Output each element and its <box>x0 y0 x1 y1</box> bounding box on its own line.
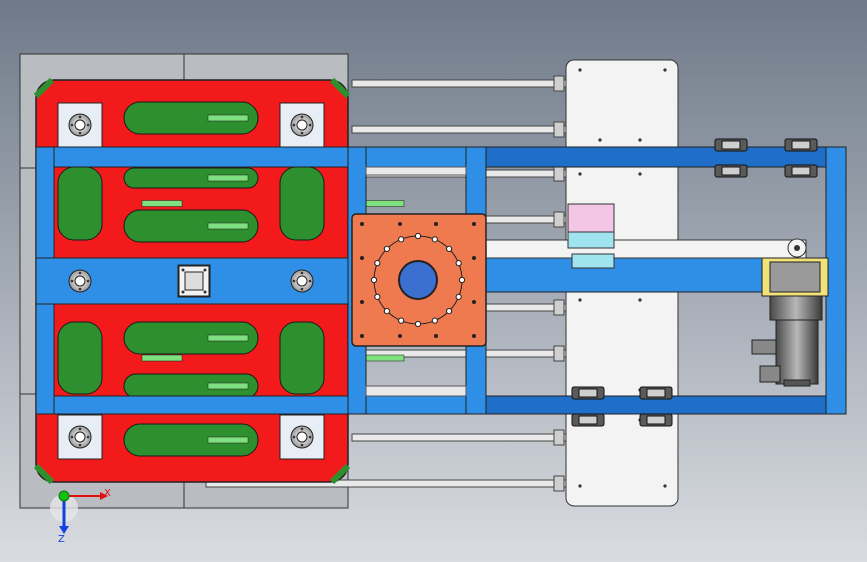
bolt-hole <box>414 232 422 240</box>
mount-hole <box>360 256 364 260</box>
bolt-hole <box>398 236 405 243</box>
fixture-plate <box>279 102 325 148</box>
bearing-block <box>639 386 673 400</box>
fixture-plates <box>57 102 325 460</box>
rail-end-block <box>553 299 565 316</box>
guide-rail <box>351 125 567 134</box>
rail-end-block <box>553 165 565 182</box>
screw-hole <box>663 68 667 72</box>
tray-pocket <box>279 166 405 241</box>
tray-pocket <box>57 166 183 241</box>
tray-pocket <box>123 167 259 189</box>
bearing-block <box>784 164 818 178</box>
bolt-hole <box>455 260 462 267</box>
mount-hole <box>472 222 476 226</box>
screw-hole <box>638 138 642 142</box>
bolt-hole <box>374 293 381 300</box>
tray-pocket <box>123 373 259 399</box>
bolt-hole <box>455 293 462 300</box>
bolt-hole <box>414 320 422 328</box>
bearing-block <box>639 413 673 427</box>
rail-end-block <box>553 429 565 446</box>
guide-rail <box>351 433 567 442</box>
mount-hole <box>472 256 476 260</box>
mount-hole <box>360 334 364 338</box>
square-flange <box>177 264 211 298</box>
fixture-plate <box>279 414 325 460</box>
belt-arm <box>485 203 807 269</box>
rail-end-block <box>553 121 565 138</box>
mount-hole <box>398 222 402 226</box>
bearing-block <box>714 138 748 152</box>
bolt-hole <box>383 308 390 315</box>
tray-pocket <box>123 321 259 355</box>
mount-hole <box>398 334 402 338</box>
fixture-plate <box>290 269 314 293</box>
mount-hole <box>434 334 438 338</box>
guide-rail <box>351 79 567 88</box>
bolt-hole <box>446 245 453 252</box>
tray-pocket <box>279 321 405 395</box>
bolt-hole <box>446 308 453 315</box>
bolt-hole <box>370 276 378 284</box>
bolt-hole <box>431 317 438 324</box>
bearing-block <box>714 164 748 178</box>
bearing-block <box>571 386 605 400</box>
mount-hole <box>360 300 364 304</box>
screw-hole <box>598 138 602 142</box>
fixture-plate <box>57 102 103 148</box>
tray-pocket <box>123 101 259 135</box>
rotary-plate <box>351 213 487 347</box>
tray-pocket <box>123 209 259 243</box>
bearing-block <box>571 413 605 427</box>
bearing-block <box>784 138 818 152</box>
mount-hole <box>472 300 476 304</box>
rail-end-block <box>553 75 565 92</box>
rail-end-block <box>553 475 565 492</box>
x-axis-label: X <box>104 488 111 499</box>
mount-hole <box>434 222 438 226</box>
bearing-blocks <box>571 138 818 427</box>
bolt-hole <box>458 276 466 284</box>
fixture-plate <box>68 269 92 293</box>
tray-pocket <box>123 423 259 457</box>
screw-hole <box>638 298 642 302</box>
rotary-plate-holes <box>360 222 476 338</box>
screw-hole <box>578 68 582 72</box>
screw-hole <box>578 484 582 488</box>
tray-pocket <box>57 321 183 395</box>
screw-hole <box>578 172 582 176</box>
bolt-hole <box>374 260 381 267</box>
tray-pockets <box>57 101 405 457</box>
screw-hole <box>638 172 642 176</box>
z-axis-label: Z <box>58 534 65 545</box>
drive-motor <box>751 257 829 387</box>
mount-hole <box>360 222 364 226</box>
bolt-hole <box>398 317 405 324</box>
axis-triad: X Z <box>50 488 111 545</box>
fixture-plate <box>57 414 103 460</box>
bolt-hole <box>431 236 438 243</box>
bolt-hole <box>383 245 390 252</box>
screw-hole <box>578 298 582 302</box>
screw-hole <box>663 484 667 488</box>
rail-end-block <box>553 345 565 362</box>
mount-hole <box>472 334 476 338</box>
rail-end-block <box>553 211 565 228</box>
